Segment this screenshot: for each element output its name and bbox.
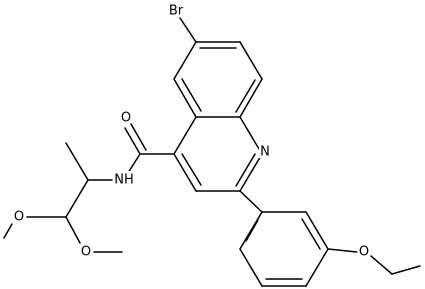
bond-ch-acetal (65, 179, 89, 218)
bromo-label: Br (169, 4, 184, 19)
bond-benzo-5-inner (181, 78, 202, 112)
bond-benzo-3 (239, 78, 263, 118)
bond-ch2-ch3 (391, 265, 421, 275)
bond-br-c6 (179, 17, 197, 43)
bond-ch-methyl (65, 142, 89, 181)
bond-aryl-5-inner (301, 218, 321, 250)
bond-aryl-1 (239, 211, 263, 250)
bonds (3, 17, 421, 287)
bond-aryl-4 (305, 248, 329, 287)
bond-aryl-1-inner (245, 219, 259, 242)
bond-benzo-6 (173, 41, 197, 80)
bond-aryl-o (327, 248, 358, 253)
ring-nitrogen-label: N (260, 145, 270, 160)
amide-nh-label: NH (114, 173, 134, 188)
bond-carbonyl-nh (127, 153, 141, 174)
bond-benzo-5 (173, 78, 197, 118)
ethoxy-oxygen-label: O (359, 245, 369, 260)
bond-pyr-1 (239, 116, 263, 155)
carbonyl-oxygen-label: O (121, 111, 131, 126)
bond-aryl-5 (305, 211, 329, 250)
bond-pyr-2-inner (235, 153, 256, 187)
bond-pyr-2 (239, 153, 263, 192)
methoxy-oxygen-upper-label: O (14, 210, 24, 225)
atom-labels: Br N O NH O O O (11, 1, 371, 262)
bond-carbonyl-o-1 (124, 127, 141, 155)
bond-acetal-o-lower (65, 216, 81, 244)
bond-pyr-4 (173, 153, 197, 192)
bond-aryl-2 (239, 248, 263, 287)
bond-carbonyl-o-2 (130, 123, 147, 151)
bond-o-upper-methyl (3, 223, 13, 239)
methoxy-oxygen-lower-label: O (81, 245, 91, 260)
bond-o-ch2 (370, 255, 393, 275)
bond-benzo-2 (239, 41, 263, 80)
bond-c2-aryl (239, 190, 263, 213)
bond-pyr-4-inner (181, 153, 202, 186)
bond-benzo-3-inner (235, 79, 256, 113)
bond-pyr-5 (173, 116, 197, 155)
